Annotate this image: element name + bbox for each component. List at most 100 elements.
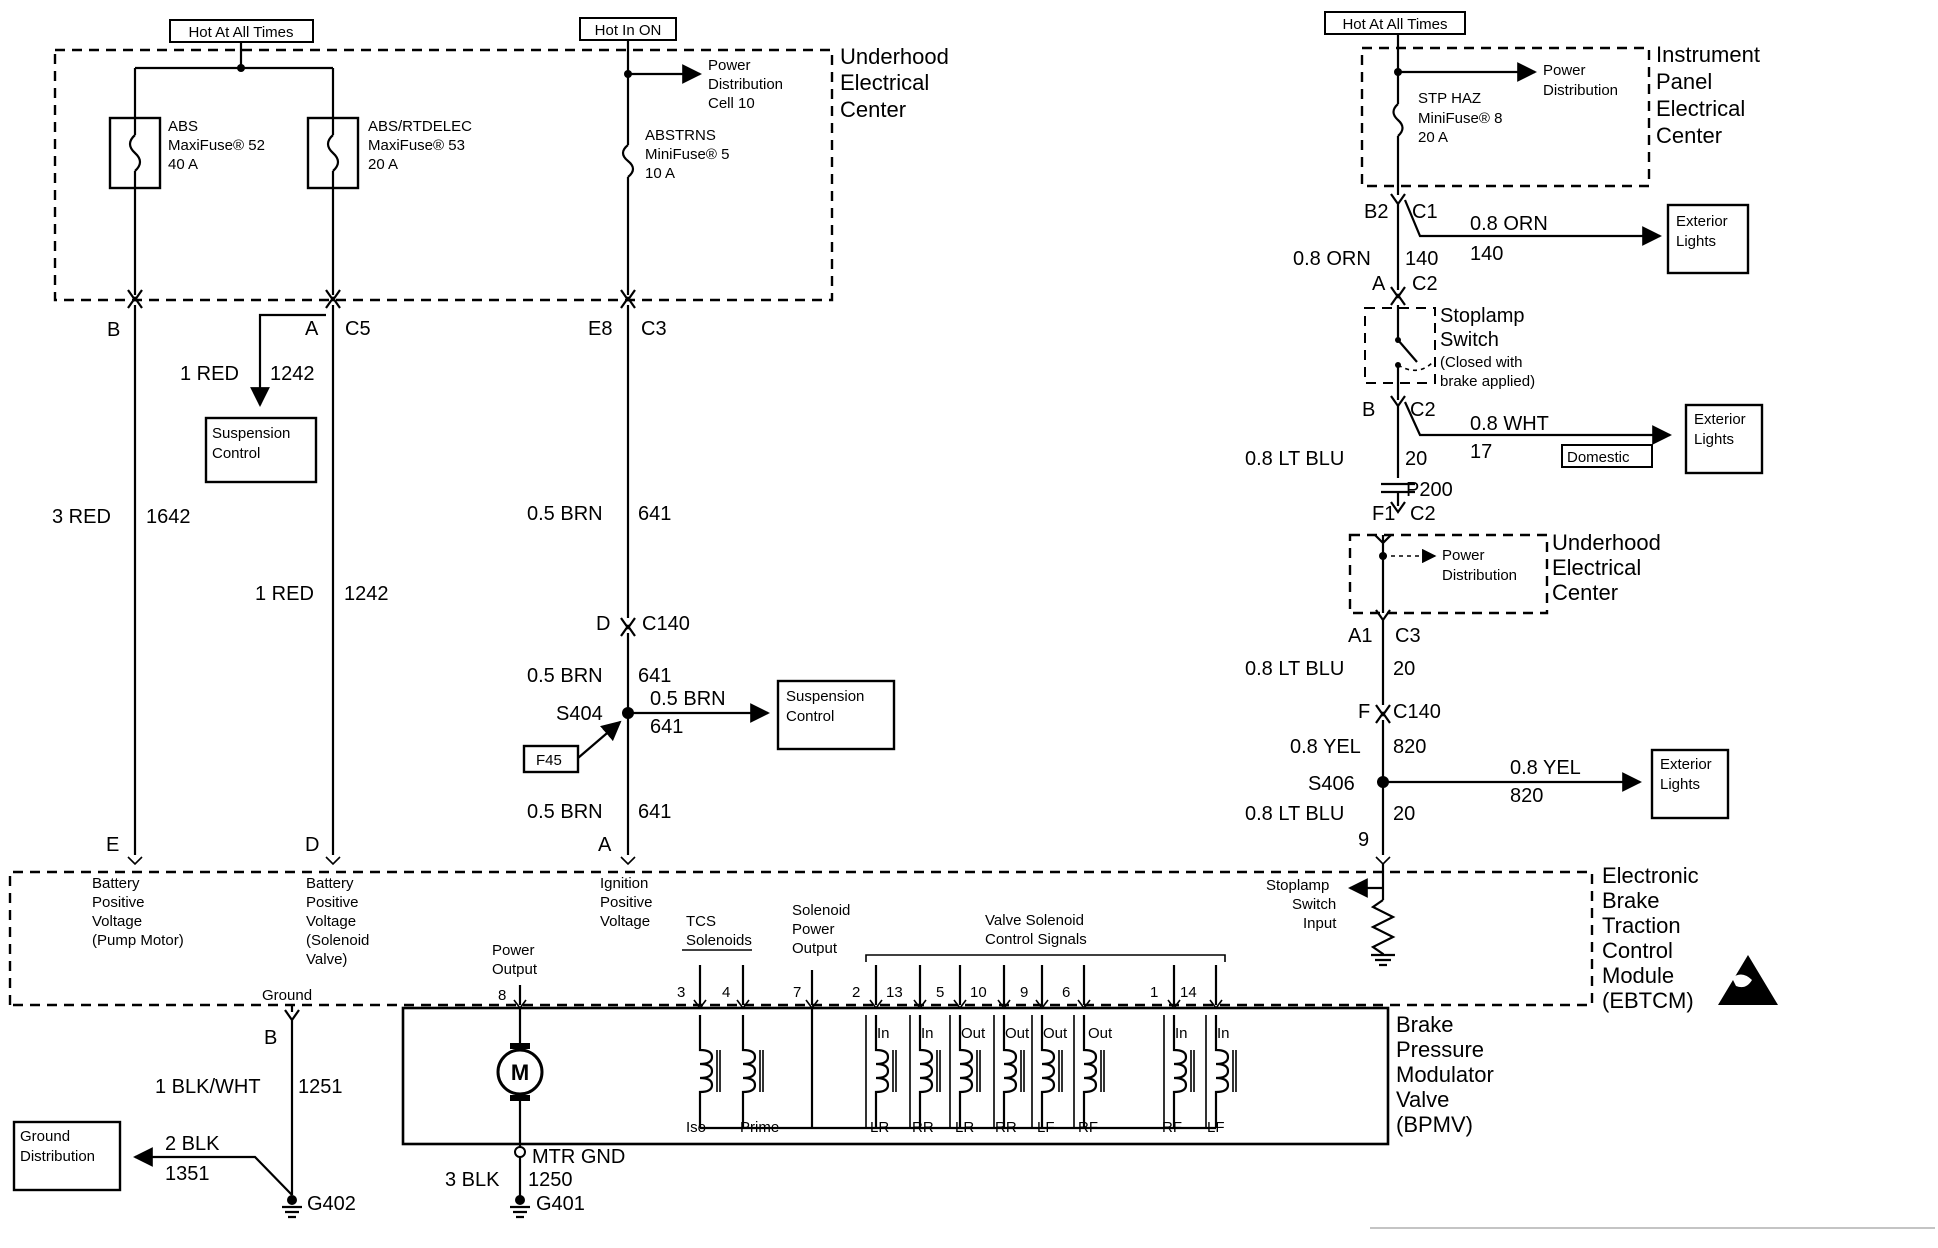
svg-text:Control: Control	[786, 708, 834, 725]
wire-641a-number: 641	[638, 503, 671, 525]
svg-text:Lights: Lights	[1676, 233, 1716, 250]
wire-641b-number: 641	[638, 665, 671, 687]
label-batt-pump: Battery Positive Voltage (Pump Motor)	[92, 875, 184, 949]
svg-text:Cell 10: Cell 10	[708, 95, 755, 112]
label-batt-solenoid: Battery Positive Voltage (Solenoid Valve…	[306, 875, 369, 968]
svg-text:LR: LR	[870, 1119, 889, 1136]
svg-text:brake applied): brake applied)	[1440, 373, 1535, 390]
svg-text:8: 8	[498, 987, 506, 1004]
svg-text:Valve: Valve	[1396, 1087, 1449, 1112]
wire-20b-color: 0.8 LT BLU	[1245, 658, 1344, 680]
svg-text:F45: F45	[536, 752, 562, 769]
svg-text:MiniFuse® 8: MiniFuse® 8	[1418, 110, 1502, 127]
connector-c2-b: C2	[1410, 399, 1436, 421]
svg-text:Distribution: Distribution	[20, 1148, 95, 1165]
wire-641b-color: 0.5 BRN	[527, 665, 603, 687]
svg-text:Modulator: Modulator	[1396, 1062, 1494, 1087]
svg-text:In: In	[1175, 1025, 1188, 1042]
ground-g401-icon	[510, 1195, 530, 1219]
connector-a1: A1	[1348, 625, 1372, 647]
f45-box: F45	[522, 744, 580, 774]
connector-c2: C2	[1412, 273, 1438, 295]
svg-text:Suspension: Suspension	[212, 425, 290, 442]
maxifuse-52: ABS MaxiFuse® 52 40 A	[108, 116, 265, 190]
exterior-lights-box-3: Exterior Lights	[1650, 748, 1730, 820]
underhood-center-boundary	[53, 48, 834, 302]
svg-text:Power: Power	[1543, 62, 1586, 79]
svg-text:RF: RF	[1078, 1119, 1098, 1136]
wire-641c-color: 0.5 BRN	[650, 688, 726, 710]
connector-c3: C3	[641, 318, 667, 340]
ebtcm-boundary	[8, 870, 1594, 1007]
wire-20c-color: 0.8 LT BLU	[1245, 803, 1344, 825]
pump-motor-icon: M	[496, 1008, 544, 1148]
ground-distribution-box: Ground Distribution	[12, 1120, 122, 1192]
svg-text:5: 5	[936, 984, 944, 1001]
svg-text:Pressure: Pressure	[1396, 1037, 1484, 1062]
svg-text:Ground: Ground	[20, 1128, 70, 1145]
svg-text:Valve Solenoid: Valve Solenoid	[985, 912, 1084, 929]
ground-g401-label: G401	[536, 1193, 585, 1215]
svg-text:ABSTRNS: ABSTRNS	[645, 127, 716, 144]
connector-p200: P200	[1406, 479, 1453, 501]
stoplamp-switch-label: Stoplamp Switch (Closed with brake appli…	[1440, 305, 1535, 390]
svg-text:Center: Center	[1656, 123, 1722, 148]
connector-c5: C5	[345, 318, 371, 340]
label-ignition: Ignition Positive Voltage	[600, 875, 653, 930]
wire-820b-color: 0.8 YEL	[1510, 757, 1581, 779]
connector-d: D	[596, 613, 610, 635]
wire-140a-number: 140	[1405, 248, 1438, 270]
connector-a: A	[305, 318, 319, 340]
mtr-gnd-label: MTR GND	[532, 1146, 625, 1168]
wire-1351-number: 1351	[165, 1163, 210, 1185]
svg-text:MiniFuse® 5: MiniFuse® 5	[645, 146, 729, 163]
wire-641a-color: 0.5 BRN	[527, 503, 603, 525]
svg-text:Exterior: Exterior	[1676, 213, 1728, 230]
svg-text:7: 7	[793, 984, 801, 1001]
svg-text:(BPMV): (BPMV)	[1396, 1112, 1473, 1137]
svg-text:Power: Power	[1442, 547, 1485, 564]
hot-label-right: Hot At All Times	[1324, 11, 1466, 35]
svg-text:Stoplamp: Stoplamp	[1440, 305, 1525, 327]
svg-text:Instrument: Instrument	[1656, 42, 1760, 67]
wire-20b-number: 20	[1393, 658, 1415, 680]
label-ground: Ground	[262, 987, 312, 1004]
wire-20c-number: 20	[1393, 803, 1415, 825]
svg-text:Lights: Lights	[1694, 431, 1734, 448]
svg-text:2: 2	[852, 984, 860, 1001]
wire-1242a-color: 1 RED	[180, 363, 239, 385]
svg-text:Battery: Battery	[306, 875, 354, 892]
wire-820b-number: 820	[1510, 785, 1543, 807]
svg-text:Output: Output	[792, 940, 838, 957]
svg-text:LF: LF	[1037, 1119, 1055, 1136]
label-stoplamp-input: Stoplamp Switch Input	[1266, 877, 1337, 932]
svg-text:Stoplamp: Stoplamp	[1266, 877, 1329, 894]
svg-text:Exterior: Exterior	[1694, 411, 1746, 428]
svg-text:Brake: Brake	[1602, 888, 1659, 913]
solenoid-coils	[698, 1015, 1230, 1128]
svg-text:13: 13	[886, 984, 903, 1001]
svg-text:Underhood: Underhood	[1552, 530, 1661, 555]
wire-1242a-number: 1242	[270, 363, 315, 385]
wire-1250-color: 3 BLK	[445, 1169, 500, 1191]
suspension-control-box-2: Suspension Control	[776, 679, 896, 751]
svg-text:Exterior: Exterior	[1660, 756, 1712, 773]
exterior-lights-box-1: Exterior Lights	[1666, 203, 1750, 275]
svg-text:Out: Out	[1043, 1025, 1068, 1042]
connector-b: B	[107, 319, 120, 341]
svg-text:Output: Output	[492, 961, 538, 978]
connector-f1: F1	[1372, 503, 1395, 525]
underhood-center-2-label: Underhood Electrical Center	[1552, 530, 1661, 605]
wire-641d-number: 641	[638, 801, 671, 823]
pin-d: D	[305, 834, 319, 856]
svg-text:In: In	[921, 1025, 934, 1042]
svg-text:MaxiFuse® 53: MaxiFuse® 53	[368, 137, 465, 154]
svg-text:4: 4	[722, 984, 730, 1001]
svg-text:Center: Center	[1552, 580, 1618, 605]
minifuse-5: ABSTRNS MiniFuse® 5 10 A	[645, 127, 729, 182]
wire-641d-color: 0.5 BRN	[527, 801, 603, 823]
ebtcm-label: Electronic Brake Traction Control Module…	[1602, 863, 1699, 1013]
svg-text:(Pump Motor): (Pump Motor)	[92, 932, 184, 949]
svg-text:Distribution: Distribution	[1442, 567, 1517, 584]
underhood-power-distribution: Power Distribution Cell 10	[708, 57, 783, 112]
